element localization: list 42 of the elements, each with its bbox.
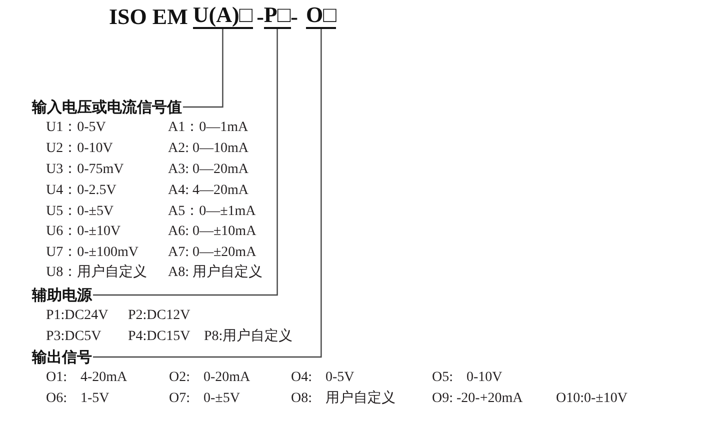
- code-separator: -: [290, 4, 298, 29]
- option-text: O8: 用户自定义: [291, 391, 396, 407]
- option-text: U7：0-±100mV: [46, 245, 138, 261]
- option-text: O4: 0-5V: [291, 370, 354, 386]
- section-heading: 输出信号: [32, 348, 92, 366]
- option-text: P8:用户自定义: [204, 329, 293, 345]
- code-segment: O□: [306, 2, 336, 29]
- option-text: A7: 0—±20mA: [168, 245, 256, 261]
- option-text: A4: 4—20mA: [168, 183, 248, 199]
- option-text: P2:DC12V: [128, 308, 190, 324]
- model-code-prefix: ISO EM: [109, 4, 188, 29]
- option-text: A5：0—±1mA: [168, 204, 256, 220]
- option-text: A6: 0—±10mA: [168, 224, 256, 240]
- section-heading: 辅助电源: [32, 286, 92, 304]
- option-text: U4：0-2.5V: [46, 183, 116, 199]
- code-segment: P□: [264, 2, 291, 29]
- option-text: U2：0-10V: [46, 141, 113, 157]
- option-text: O6: 1-5V: [46, 391, 110, 407]
- option-text: O1: 4-20mA: [46, 370, 128, 386]
- section-heading: 输入电压或电流信号值: [32, 98, 182, 116]
- option-text: U6：0-±10V: [46, 224, 121, 240]
- option-text: A2: 0—10mA: [168, 141, 248, 157]
- option-text: O2: 0-20mA: [169, 370, 250, 386]
- option-text: O10:0-±10V: [556, 391, 628, 407]
- code-separator: -: [256, 4, 264, 29]
- leader-line: [93, 29, 278, 296]
- option-text: U3：0-75mV: [46, 162, 124, 178]
- option-text: O5: 0-10V: [432, 370, 502, 386]
- option-text: P4:DC15V: [128, 329, 190, 345]
- option-text: P3:DC5V: [46, 329, 102, 345]
- option-text: U8：用户自定义: [46, 265, 148, 281]
- option-text: P1:DC24V: [46, 308, 108, 324]
- option-text: U5：0-±5V: [46, 204, 114, 220]
- option-text: U1：0-5V: [46, 120, 106, 136]
- option-text: A1：0—1mA: [168, 120, 248, 136]
- option-text: O7: 0-±5V: [169, 391, 240, 407]
- option-text: O9: -20-+20mA: [432, 391, 523, 407]
- leader-line: [93, 29, 322, 358]
- option-text: A8: 用户自定义: [168, 265, 262, 281]
- code-segment: U(A)□: [192, 2, 253, 29]
- option-text: A3: 0—20mA: [168, 162, 248, 178]
- leader-line: [183, 29, 224, 108]
